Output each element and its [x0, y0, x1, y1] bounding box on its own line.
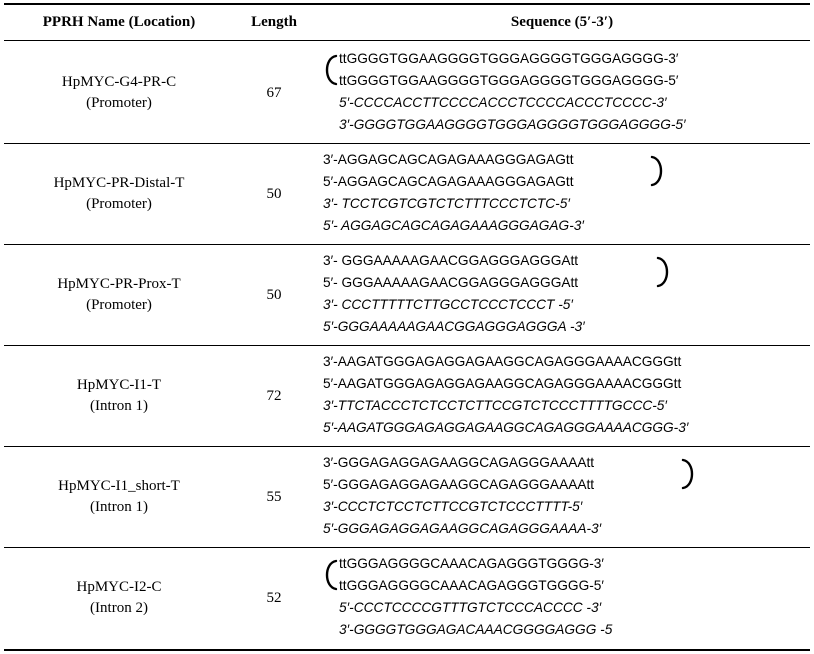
sequence-line: 3′-AAGATGGGAGAGGAGAAGGCAGAGGGAAAACGGGtt [323, 354, 682, 369]
header-sequence: Sequence (5′-3′) [510, 14, 614, 30]
sequence-line: ttGGGGTGGAAGGGGTGGGAGGGGTGGGAGGGG-3′ [339, 51, 679, 66]
pprh-name: HpMYC-PR-Prox-T [57, 275, 181, 292]
pprh-name: HpMYC-G4-PR-C [61, 73, 177, 90]
pprh-location: (Promoter) [86, 195, 152, 212]
row-length: 55 [266, 488, 282, 505]
sequence-line: 3′-GGGAGAGGAGAAGGCAGAGGGAAAAtt [323, 455, 595, 470]
pprh-location: (Intron 1) [90, 397, 148, 414]
row-name: HpMYC-I1_short-T (Intron 1) [4, 476, 234, 518]
sequence-line: 3′-GGGGTGGGAGACAAACGGGGAGGG -5 [339, 622, 613, 637]
header-rule [4, 40, 810, 41]
row-length: 67 [266, 84, 282, 101]
pprh-location: (Promoter) [86, 94, 152, 111]
pprh-name: HpMYC-I1_short-T [58, 477, 180, 494]
hairpin-loop-icon [650, 155, 663, 187]
row-divider [4, 547, 810, 548]
sequence-line: 5′- AGGAGCAGCAGAGAAAGGGAGAG-3′ [323, 218, 584, 233]
row-name: HpMYC-PR-Prox-T (Promoter) [4, 274, 234, 316]
sequence-line: ttGGGAGGGGCAAACAGAGGGTGGGG-5′ [339, 578, 604, 593]
row-length: 50 [266, 185, 282, 202]
row-name: HpMYC-G4-PR-C (Promoter) [4, 72, 234, 114]
row-divider [4, 345, 810, 346]
pprh-location: (Intron 2) [90, 599, 148, 616]
sequence-line: 3′-CCCTCTCCTCTTCCGTCTCCCTTTT-5′ [323, 499, 583, 514]
sequence-line: 5′-AAGATGGGAGAGGAGAAGGCAGAGGGAAAACGGGtt [323, 376, 682, 391]
row-divider [4, 446, 810, 447]
sequence-line: 5′-GGGAGAGGAGAAGGCAGAGGGAAAAtt [323, 477, 595, 492]
pprh-location: (Intron 1) [90, 498, 148, 515]
row-name: HpMYC-PR-Distal-T (Promoter) [4, 173, 234, 215]
sequence-line: 3′-GGGGTGGAAGGGGTGGGAGGGGTGGGAGGGG-5′ [339, 117, 686, 132]
sequence-line: 5′-AAGATGGGAGAGGAGAAGGCAGAGGGAAAACGGG-3′ [323, 420, 689, 435]
pprh-name: HpMYC-PR-Distal-T [53, 174, 185, 191]
sequence-line: 5′-GGGAAAAAGAACGGAGGGAGGGA -3′ [323, 319, 585, 334]
row-name: HpMYC-I2-C (Intron 2) [4, 577, 234, 619]
sequence-line: 5′-GGGAGAGGAGAAGGCAGAGGGAAAA-3′ [323, 521, 602, 536]
sequence-line: ttGGGGTGGAAGGGGTGGGAGGGGTGGGAGGGG-5′ [339, 73, 679, 88]
sequence-line: 3′-TTCTACCCTCTCCTCTTCCGTCTCCCTTTTGCCC-5′ [323, 398, 667, 413]
pprh-location: (Promoter) [86, 296, 152, 313]
hairpin-loop-icon [681, 458, 694, 490]
sequence-line: 5′-CCCTCCCCGTTTGTCTCCCACCCC -3′ [339, 600, 602, 615]
table-top-rule [4, 3, 810, 5]
row-name: HpMYC-I1-T (Intron 1) [4, 375, 234, 417]
row-length: 50 [266, 286, 282, 303]
row-divider [4, 244, 810, 245]
hairpin-loop-icon [656, 256, 669, 288]
row-length: 72 [266, 387, 282, 404]
hairpin-loop-icon [325, 54, 338, 86]
sequence-line: 3′-AGGAGCAGCAGAGAAAGGGAGAGtt [323, 152, 574, 167]
header-length: Length [251, 14, 297, 30]
row-divider [4, 143, 810, 144]
pprh-table: PPRH Name (Location) Length Sequence (5′… [4, 0, 810, 654]
sequence-line: 3′- CCCTTTTTCTTGCCTCCCTCCCT -5′ [323, 297, 573, 312]
sequence-line: 5′-AGGAGCAGCAGAGAAAGGGAGAGtt [323, 174, 574, 189]
hairpin-loop-icon [325, 559, 338, 591]
pprh-name: HpMYC-I2-C [76, 578, 162, 595]
header-name: PPRH Name (Location) [42, 14, 196, 30]
sequence-line: 3′- GGGAAAAAGAACGGAGGGAGGGAtt [323, 253, 579, 268]
sequence-line: 3′- TCCTCGTCGTCTCTTTCCCTCTC-5′ [323, 196, 570, 211]
table-bottom-rule [4, 649, 810, 651]
sequence-line: ttGGGAGGGGCAAACAGAGGGTGGGG-3′ [339, 556, 604, 571]
pprh-name: HpMYC-I1-T [76, 376, 162, 393]
sequence-line: 5′- GGGAAAAAGAACGGAGGGAGGGAtt [323, 275, 579, 290]
row-length: 52 [266, 589, 282, 606]
sequence-line: 5′-CCCCACCTTCCCCACCCTCCCCACCCTCCCC-3′ [339, 95, 667, 110]
